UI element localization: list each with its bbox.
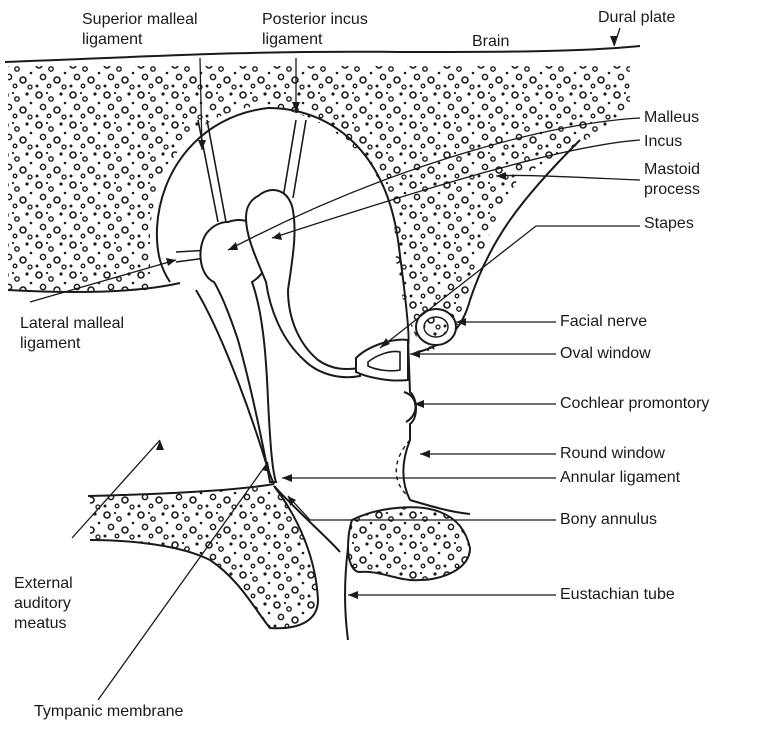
label-incus: Incus — [644, 132, 682, 152]
label-bony-annulus: Bony annulus — [560, 510, 657, 530]
upper-bone — [8, 66, 630, 352]
label-external-auditory-meatus: External auditory meatus — [14, 574, 94, 634]
label-round-window: Round window — [560, 444, 665, 464]
label-facial-nerve: Facial nerve — [560, 312, 647, 332]
label-stapes: Stapes — [644, 214, 694, 234]
label-dural-plate: Dural plate — [598, 8, 675, 28]
eustachian-tube-wall — [345, 548, 348, 640]
label-posterior-incus-ligament: Posterior incus ligament — [262, 10, 412, 50]
posterior-incus-ligament-shape — [283, 120, 306, 198]
label-cochlear-promontory: Cochlear promontory — [560, 394, 709, 414]
label-brain: Brain — [472, 32, 509, 52]
label-mastoid-process: Mastoid process — [644, 160, 724, 200]
label-tympanic-membrane: Tympanic membrane — [34, 702, 183, 722]
label-malleus: Malleus — [644, 108, 699, 128]
lower-right-bone — [348, 507, 470, 580]
label-oval-window: Oval window — [560, 344, 651, 364]
label-annular-ligament: Annular ligament — [560, 468, 680, 488]
label-eustachian-tube: Eustachian tube — [560, 585, 675, 605]
facial-nerve-core — [424, 317, 448, 337]
label-lateral-malleal-ligament: Lateral malleal ligament — [20, 314, 170, 354]
label-superior-malleal-ligament: Superior malleal ligament — [82, 10, 242, 50]
